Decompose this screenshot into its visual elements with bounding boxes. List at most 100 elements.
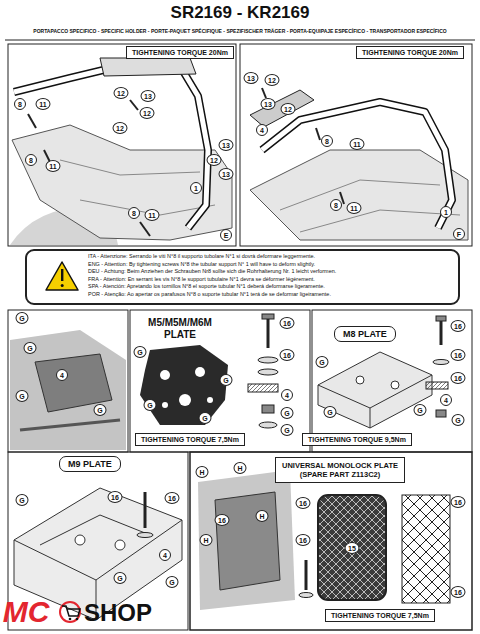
box-label: TIGHTENING TORQUE 7,5Nm <box>141 436 239 443</box>
callout-number: G <box>134 346 147 358</box>
callout-number: 8 <box>25 154 37 166</box>
box-label: (SPARE PART Z113C2) <box>282 470 398 479</box>
callout-number: 16 <box>451 320 466 332</box>
callout-number: 13 <box>141 90 156 102</box>
callout-number: G <box>316 356 329 368</box>
plate-label-box: M9 PLATE <box>59 456 121 472</box>
callout-number: G <box>220 374 233 386</box>
callout-number: 1 <box>440 206 452 218</box>
callout-number: G <box>94 404 107 416</box>
callout-number: 4 <box>159 549 171 561</box>
warning-text: FRA - Attention: En serrant les vis N°8 … <box>88 276 453 284</box>
callout-number: G <box>114 572 127 584</box>
rear-view-right <box>250 88 468 240</box>
callout-number: 16 <box>451 372 466 384</box>
plate-name: M5/M5M/M6M PLATE <box>139 317 221 341</box>
callout-number: 16 <box>451 496 466 508</box>
callout-number: F <box>453 228 465 240</box>
callout-number: G <box>144 399 157 411</box>
callout-number: 1 <box>190 182 202 194</box>
callout-number: 16 <box>296 497 311 509</box>
subtitle: PORTAPACCO SPECIFICO - SPECIFIC HOLDER -… <box>33 28 446 34</box>
callout-number: 12 <box>113 122 128 134</box>
callout-number: 12 <box>281 103 296 115</box>
panel-frames <box>8 44 472 630</box>
box-label: M9 PLATE <box>68 459 112 469</box>
callout-number: G <box>16 494 29 506</box>
callout-number: 4 <box>256 124 268 136</box>
warning-text: SPA - Atención: Apretando los tornillos … <box>88 283 453 291</box>
callout-number: 8 <box>128 207 140 219</box>
plate-title-box: UNIVERSAL MONOLOCK PLATE(SPARE PART Z113… <box>275 457 405 483</box>
callout-number: 13 <box>219 139 234 151</box>
watermark: SHOP <box>84 599 152 627</box>
callout-number: H <box>234 462 247 474</box>
callout-number: 11 <box>145 209 160 221</box>
callout-number: G <box>16 390 29 402</box>
warning-box: ITA - Attenzione: Serrando le viti N°8 i… <box>26 250 459 301</box>
callout-number: G <box>281 407 294 419</box>
callout-number: 8 <box>330 199 342 211</box>
callout-number: 8 <box>321 135 333 147</box>
box-label: TIGHTENING TORQUE 9,5Nm <box>308 436 406 443</box>
box-label: TIGHTENING TORQUE 20Nm <box>362 49 458 56</box>
callout-number: 16 <box>215 514 230 526</box>
callout-number: G <box>166 576 179 588</box>
callout-number: G <box>324 406 337 418</box>
callout-number: 12 <box>265 74 280 86</box>
header-rule <box>5 40 475 41</box>
callout-number: G <box>281 424 294 436</box>
callout-number: 8 <box>14 98 26 110</box>
warning-text: DEU - Achtung: Beim Anziehen der Schraub… <box>88 268 453 276</box>
callout-number: H <box>196 466 209 478</box>
callout-number: 16 <box>108 491 123 503</box>
callout-number: 13 <box>219 168 234 180</box>
callout-number: 4 <box>440 394 452 406</box>
callout-number: 13 <box>261 98 276 110</box>
box-label: TIGHTENING TORQUE 20Nm <box>132 49 228 56</box>
callout-number: 16 <box>451 349 466 361</box>
torque-box: TIGHTENING TORQUE 7,5Nm <box>325 609 435 622</box>
rear-view-left <box>10 58 232 245</box>
callout-number: G <box>24 342 37 354</box>
torque-box: TIGHTENING TORQUE 9,5Nm <box>302 433 412 446</box>
callout-number: 11 <box>347 202 362 214</box>
callout-number: 15 <box>345 542 360 554</box>
callout-number: 12 <box>140 107 155 119</box>
box-label: TIGHTENING TORQUE 7,5Nm <box>331 612 429 619</box>
callout-number: 16 <box>296 534 311 546</box>
photo-rack <box>10 330 126 450</box>
warning-text: ITA - Attenzione: Serrando le viti N°8 i… <box>88 253 453 261</box>
callout-number: 16 <box>165 492 180 504</box>
warning-text: POR - Atenção: Ao apertar os parafusos N… <box>88 291 453 299</box>
box-label: M8 PLATE <box>343 329 387 339</box>
callout-number: E <box>220 229 232 241</box>
box-label: UNIVERSAL MONOLOCK PLATE <box>282 461 398 470</box>
callout-number: 16 <box>451 586 466 598</box>
universal-plate <box>198 470 450 610</box>
m8-plate <box>318 352 432 428</box>
warning-text: ENG - Attention: By tightening screws N°… <box>88 261 453 269</box>
callout-number: H <box>256 510 269 522</box>
callout-number: 4 <box>281 389 293 401</box>
m5-plate <box>140 345 228 425</box>
callout-number: 11 <box>46 160 61 172</box>
callout-number: 11 <box>36 98 51 110</box>
callout-number: G <box>414 404 427 416</box>
callout-number: 16 <box>280 317 295 329</box>
callout-number: G <box>16 312 29 324</box>
title: SR2169 - KR2169 <box>171 3 310 23</box>
callout-number: G <box>452 414 465 426</box>
shop-cart-icon <box>60 602 80 622</box>
callout-number: 12 <box>114 87 129 99</box>
callout-number: H <box>200 534 213 546</box>
hardware-stack <box>248 314 278 428</box>
warning-icon <box>26 250 459 304</box>
callout-number: 11 <box>350 138 365 150</box>
callout-number: G <box>199 412 212 424</box>
callout-number: 4 <box>56 369 68 381</box>
callout-number: 16 <box>280 349 295 361</box>
callout-number: 12 <box>207 154 222 166</box>
torque-box: TIGHTENING TORQUE 7,5Nm <box>135 433 245 446</box>
